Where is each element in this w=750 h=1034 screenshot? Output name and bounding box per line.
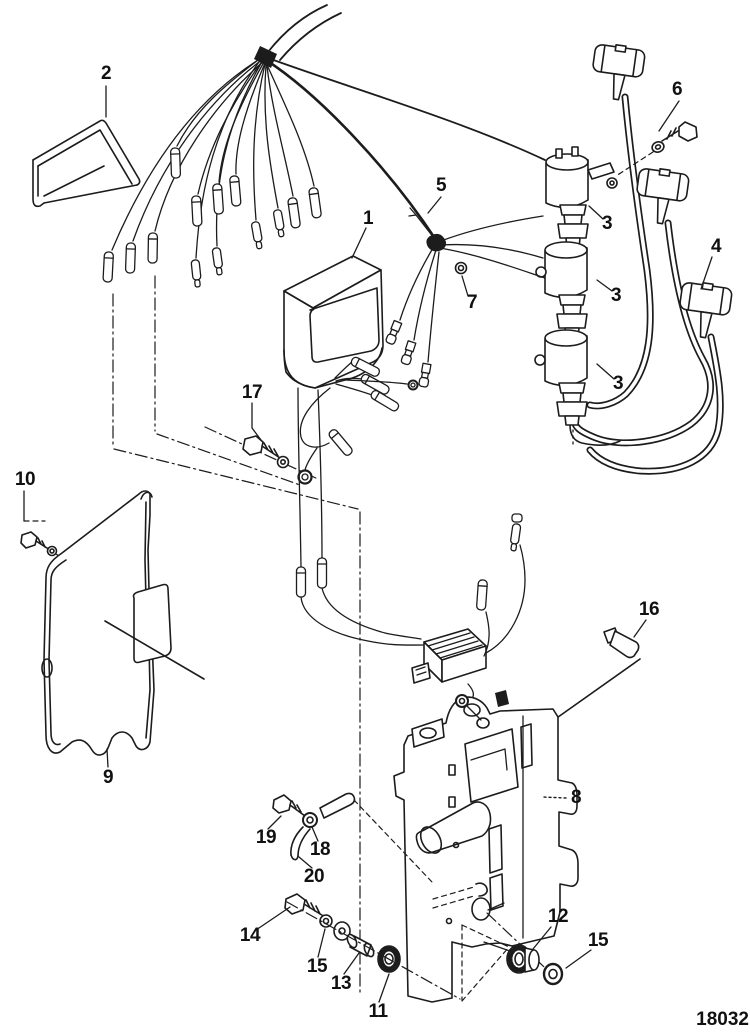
wiring-harness	[102, 56, 546, 289]
screw-17	[242, 435, 290, 469]
callout-ref-11-20: 11	[368, 1001, 388, 1022]
cover-plate	[41, 490, 205, 756]
diagram-number: 18032	[696, 1009, 749, 1030]
wire-bundle-5	[384, 207, 546, 389]
bolt-14	[284, 893, 326, 918]
hardware-axis	[286, 901, 461, 1000]
callout-ref-2-0: 2	[100, 63, 112, 84]
callout-ref-14-17: 14	[239, 925, 261, 946]
electrical-bracket	[393, 690, 579, 1003]
washer-7	[454, 261, 468, 275]
harness-cable	[254, 4, 342, 68]
callout-ref-19-14: 19	[255, 827, 277, 848]
callout-ref-15-22: 15	[587, 930, 609, 951]
clamp-bracket	[32, 119, 141, 208]
callout-ref-8-13: 8	[570, 787, 582, 808]
washer-15	[319, 914, 351, 941]
callout-ref-5-2: 5	[435, 175, 447, 196]
ring-terminal	[455, 694, 482, 721]
callout-ref-18-15: 18	[309, 839, 331, 860]
ignition-coil-3	[534, 329, 621, 446]
bolt-19	[272, 794, 306, 817]
callout-ref-4-7: 4	[710, 236, 722, 257]
callout-ref-3-6: 3	[612, 373, 624, 394]
switch-box-leads	[295, 355, 424, 646]
callout-ref-3-4: 3	[601, 213, 613, 234]
callout-ref-17-9: 17	[241, 382, 263, 403]
strap-20	[290, 826, 311, 861]
grommet-12	[486, 912, 561, 983]
spark-plug-boot-top	[587, 41, 647, 104]
callout-ref-16-12: 16	[638, 599, 660, 620]
callout-ref-7-8: 7	[466, 292, 478, 313]
callout-ref-10-10: 10	[14, 469, 36, 490]
leader-lines	[23, 85, 713, 1003]
callout-ref-9-11: 9	[102, 767, 114, 788]
callout-ref-3-5: 3	[610, 285, 622, 306]
callout-ref-20-16: 20	[303, 866, 325, 887]
pin-18	[302, 792, 433, 883]
washer-15-lower	[542, 962, 564, 986]
screw-6	[615, 121, 698, 177]
callout-ref-6-3: 6	[671, 79, 683, 100]
screw-10	[20, 531, 63, 559]
fuse-16	[543, 627, 641, 728]
rectifier-wires	[465, 513, 526, 703]
callout-ref-15-18: 15	[306, 956, 328, 977]
ignition-coil-1	[545, 146, 618, 249]
callout-ref-12-21: 12	[547, 906, 569, 927]
callout-ref-1-1: 1	[362, 208, 374, 229]
rectifier	[411, 628, 487, 684]
ignition-coil-2	[535, 241, 588, 338]
callout-ref-13-19: 13	[330, 973, 352, 994]
